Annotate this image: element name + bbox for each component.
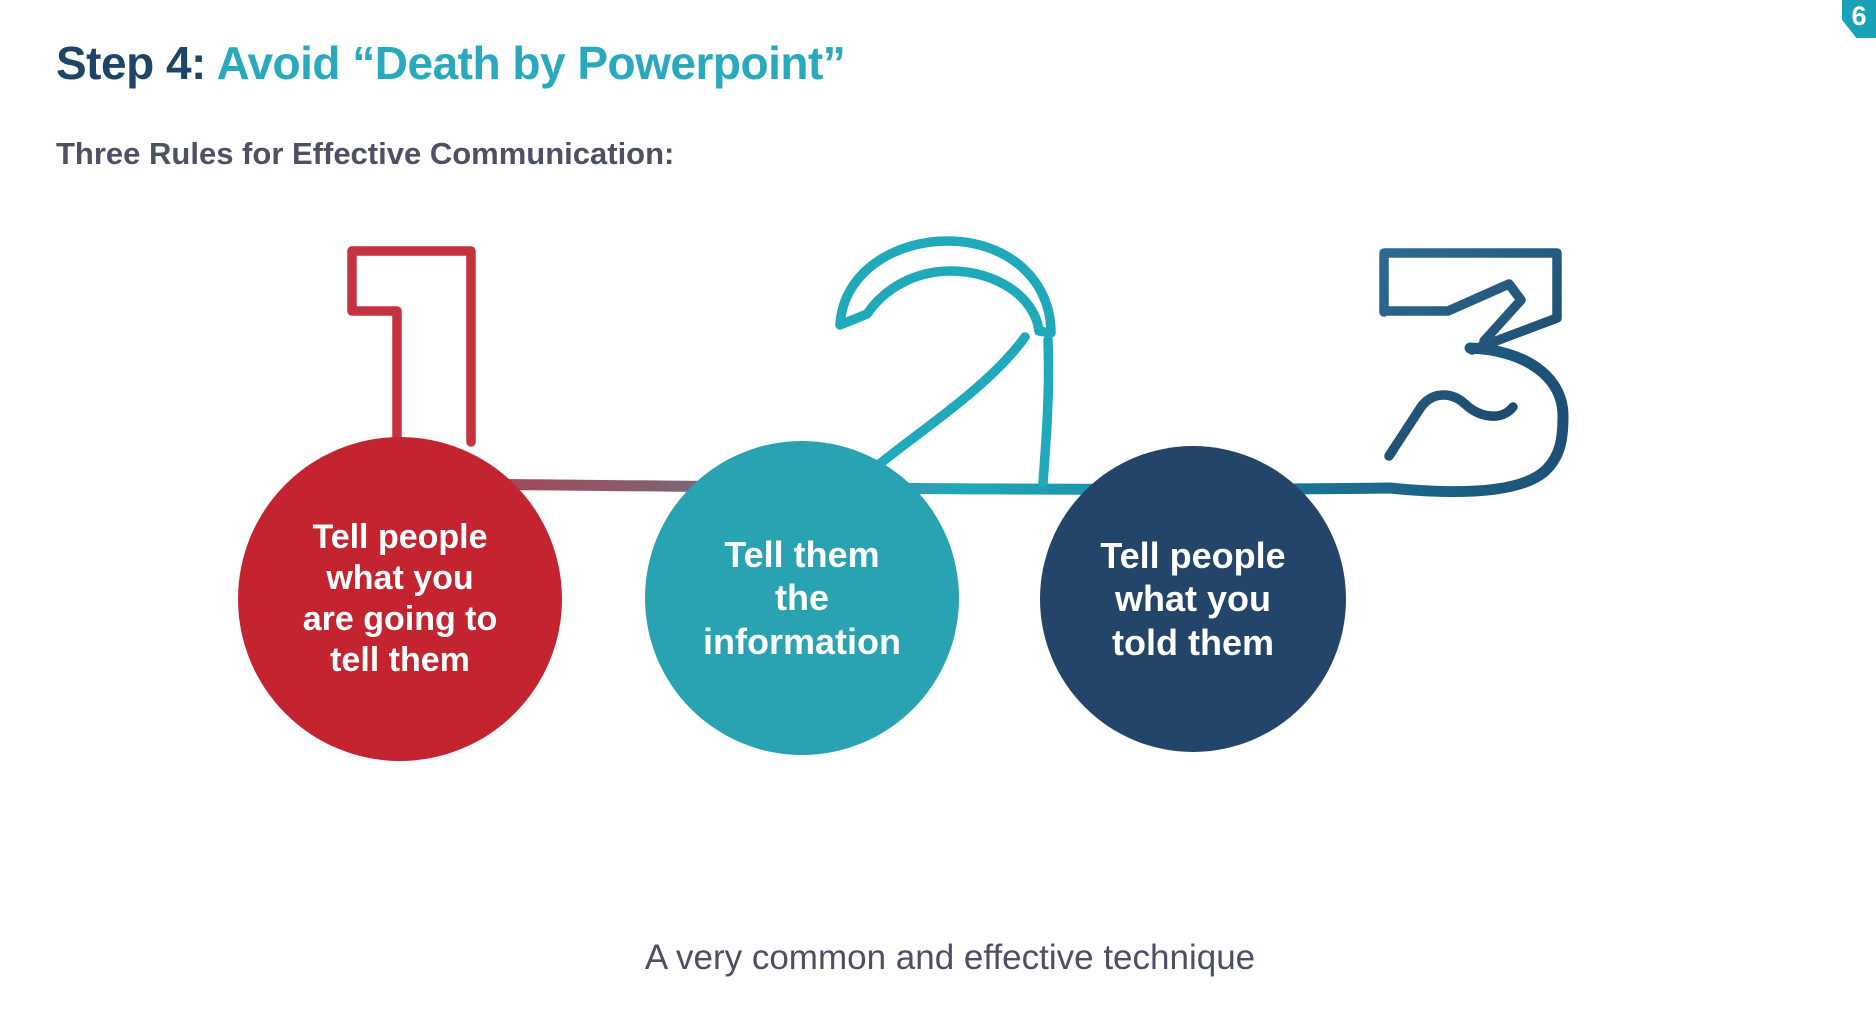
- step-circle-2-text: Tell them the information: [703, 533, 901, 663]
- digit-1-outline: [347, 246, 476, 486]
- circle-text-line: the: [774, 577, 829, 619]
- step-circle-1-text: Tell people what you are going to tell t…: [303, 517, 498, 680]
- circle-text-line: information: [703, 620, 901, 662]
- step-circle-2: Tell them the information: [645, 441, 959, 755]
- title-step-prefix: Step 4:: [56, 37, 217, 89]
- page-title: Step 4: Avoid “Death by Powerpoint”: [56, 36, 846, 90]
- title-highlight: Avoid “Death by Powerpoint”: [216, 37, 846, 89]
- circle-text-line: told them: [1112, 621, 1274, 663]
- connecting-line: [352, 342, 1569, 498]
- step-circle-3-text: Tell people what you told them: [1100, 534, 1285, 664]
- circle-text-line: Tell people: [1100, 535, 1286, 577]
- circle-text-line: tell them: [330, 640, 470, 679]
- digit-2-outline: [835, 236, 1056, 488]
- circle-text-line: what you: [326, 559, 474, 598]
- step-circle-1: Tell people what you are going to tell t…: [238, 437, 562, 761]
- circle-text-line: Tell people: [312, 518, 488, 557]
- circle-text-line: what you: [1114, 578, 1271, 620]
- caption: A very common and effective technique: [644, 938, 1256, 977]
- digit-3-outline: [1379, 248, 1562, 461]
- circle-text-line: Tell them: [724, 534, 880, 576]
- page-number: 6: [1851, 1, 1867, 31]
- subtitle: Three Rules for Effective Communication:: [56, 136, 675, 171]
- step-circle-3: Tell people what you told them: [1040, 446, 1346, 752]
- circle-text-line: are going to: [302, 600, 498, 638]
